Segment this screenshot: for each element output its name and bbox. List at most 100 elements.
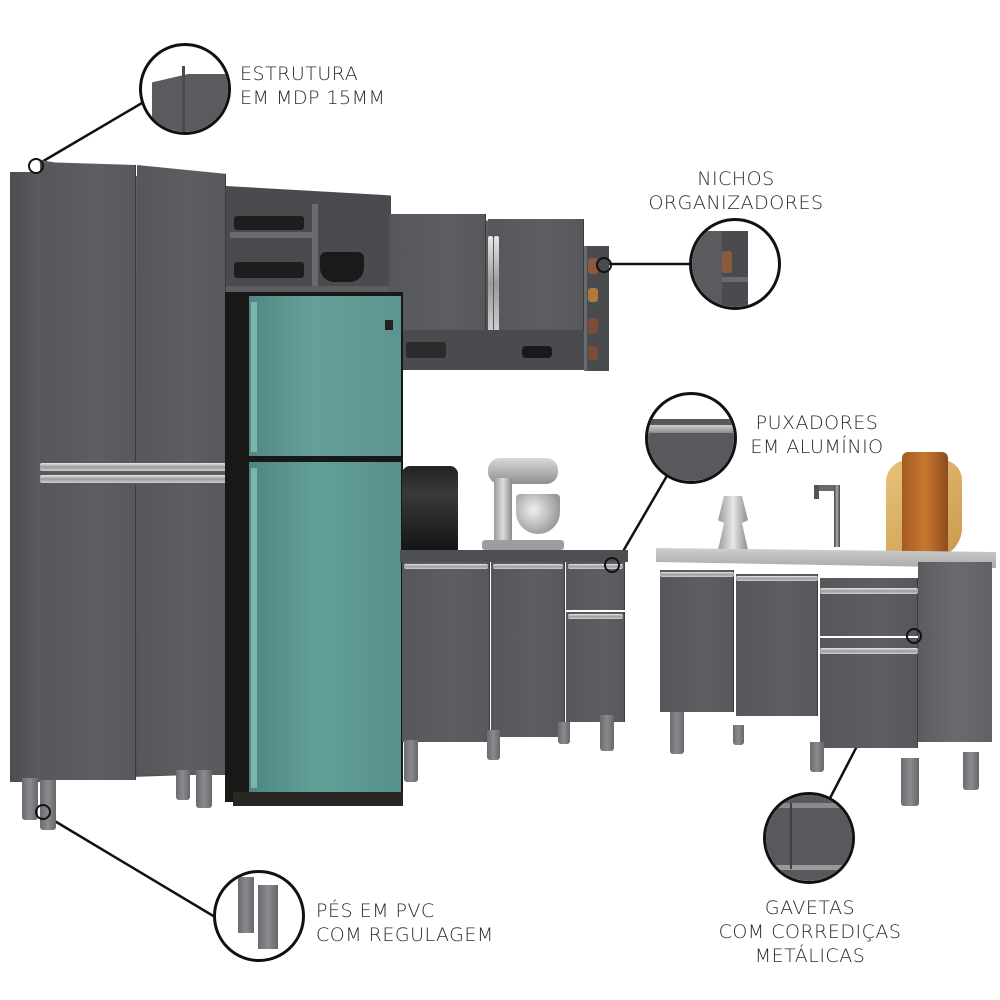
- open-niche-block: [226, 186, 391, 304]
- sink-cabinet-lower-drawer[interactable]: [820, 638, 918, 748]
- sink-cabinet-center-door[interactable]: [736, 574, 818, 716]
- gavetas-marker[interactable]: [906, 628, 922, 644]
- wall-cabinet-right-handle[interactable]: [494, 236, 499, 332]
- sink-center-handle[interactable]: [736, 576, 818, 581]
- estrutura-line1: ESTRUTURA: [240, 63, 359, 85]
- tall-cabinet-upper-handle[interactable]: [40, 463, 226, 471]
- estrutura-detail-bubble: [139, 43, 231, 135]
- bowl-icon: [522, 346, 552, 358]
- refrigerator: [225, 292, 403, 812]
- sink-cabinet: [656, 548, 996, 768]
- tall-cabinet-upper-right-door[interactable]: [137, 165, 226, 462]
- nichos-line1: NICHOS: [697, 168, 775, 190]
- base-cabinet-drawer-handle[interactable]: [568, 564, 623, 569]
- fridge-main-door[interactable]: [249, 462, 401, 792]
- sink-cabinet-leg: [670, 712, 684, 754]
- tall-cabinet-leg: [196, 770, 212, 808]
- tall-cabinet-leg: [176, 770, 190, 800]
- fridge-freezer-handle[interactable]: [251, 302, 257, 452]
- sink-upper-drawer-handle[interactable]: [820, 588, 918, 594]
- estrutura-marker[interactable]: [28, 158, 44, 174]
- dishes-icon: [234, 216, 304, 230]
- niche-shelf-detail-icon: [692, 231, 722, 307]
- sink-cabinet-upper-drawer[interactable]: [820, 578, 918, 636]
- puxadores-label: PUXADORES EM ALUMÍNIO: [742, 411, 892, 459]
- tall-cabinet: [10, 160, 226, 782]
- puxadores-marker[interactable]: [604, 557, 620, 573]
- tall-cabinet-upper-left-door[interactable]: [40, 162, 136, 462]
- base-cabinet-right-handle[interactable]: [568, 614, 623, 619]
- estrutura-label: ESTRUTURA EM MDP 15MM: [240, 62, 385, 110]
- nichos-marker[interactable]: [596, 257, 612, 273]
- spice-jar-icon: [588, 346, 598, 360]
- pes-detail-bubble: [213, 870, 305, 962]
- fridge-base: [233, 792, 403, 806]
- wall-cabinet-left-handle[interactable]: [488, 236, 493, 332]
- sink-cabinet-leg: [901, 758, 919, 806]
- pes-marker[interactable]: [35, 804, 51, 820]
- puxadores-line2: EM ALUMÍNIO: [750, 436, 884, 458]
- puxadores-line1: PUXADORES: [755, 412, 879, 434]
- spice-jar-icon: [722, 251, 732, 273]
- drawer-slide-detail-icon: [766, 795, 852, 881]
- estrutura-line2: EM MDP 15MM: [240, 87, 386, 109]
- base-cabinet-leg: [600, 715, 614, 751]
- sink-cabinet-leg: [733, 725, 744, 745]
- base-cabinet-center-door[interactable]: [491, 562, 565, 737]
- gavetas-line2: COM CORREDIÇAS: [718, 921, 902, 943]
- tall-cabinet-lower-left-door[interactable]: [40, 485, 136, 780]
- sink-left-handle[interactable]: [660, 572, 734, 577]
- gavetas-detail-bubble: [763, 792, 855, 884]
- moka-pot-icon: [718, 496, 748, 550]
- puxadores-detail-bubble: [645, 392, 737, 484]
- base-cabinet-left-handle[interactable]: [404, 564, 488, 569]
- fridge-freezer-door[interactable]: [249, 296, 401, 456]
- spice-jar-icon: [588, 258, 598, 274]
- nichos-detail-bubble: [689, 218, 781, 310]
- gavetas-line1: GAVETAS: [764, 897, 856, 919]
- fridge-logo-icon: [385, 320, 393, 330]
- sink-lower-drawer-handle[interactable]: [820, 648, 918, 654]
- niche-divider: [312, 204, 318, 300]
- gavetas-label: GAVETAS COM CORREDIÇAS METÁLICAS: [700, 896, 920, 968]
- cups-icon: [406, 342, 446, 358]
- tall-cabinet-leg: [22, 778, 38, 820]
- tall-cabinet-lower-right-door[interactable]: [137, 485, 226, 775]
- pes-line1: PÉS EM PVC: [316, 900, 435, 922]
- cutting-board-icon: [902, 452, 948, 558]
- gavetas-line3: METÁLICAS: [754, 945, 866, 967]
- pes-line2: COM REGULAGEM: [316, 924, 494, 946]
- base-cabinet-leg: [487, 730, 500, 760]
- sink-cabinet-left-door[interactable]: [660, 570, 734, 712]
- sink-cabinet-leg: [810, 742, 824, 772]
- base-cabinet-center-handle[interactable]: [493, 564, 563, 569]
- pot-icon: [320, 252, 364, 282]
- base-cabinet-leg: [404, 740, 418, 782]
- tall-cabinet-side-panel: [10, 172, 40, 782]
- nichos-label: NICHOS ORGANIZADORES: [648, 167, 824, 215]
- sink-cabinet-leg: [963, 752, 979, 790]
- niche-shelf: [230, 232, 315, 238]
- wall-cabinet: [226, 186, 609, 376]
- spice-jar-icon: [588, 288, 598, 302]
- base-cabinet-top: [400, 550, 628, 562]
- nichos-line2: ORGANIZADORES: [648, 192, 824, 214]
- base-cabinet-leg: [558, 722, 570, 744]
- base-cabinet-right-door[interactable]: [566, 612, 625, 722]
- base-cabinet-left-door[interactable]: [402, 562, 490, 742]
- stand-mixer-icon: [482, 458, 564, 552]
- spice-jar-icon: [588, 318, 598, 334]
- base-cabinet: [400, 550, 628, 750]
- tall-cabinet-lower-handle[interactable]: [40, 475, 226, 483]
- wall-cabinet-left-door[interactable]: [389, 214, 486, 331]
- pvc-feet-detail-icon: [238, 877, 254, 933]
- faucet-icon: [814, 485, 844, 551]
- cabinet-corner-detail-icon: [152, 74, 228, 132]
- wall-cabinet-right-door[interactable]: [488, 219, 584, 331]
- fridge-main-handle[interactable]: [251, 468, 257, 788]
- coffee-maker-icon: [402, 466, 458, 556]
- sink-cabinet-side: [918, 562, 992, 742]
- dishes-icon: [234, 262, 304, 278]
- sink-countertop: [656, 548, 996, 568]
- pes-label: PÉS EM PVC COM REGULAGEM: [316, 899, 494, 947]
